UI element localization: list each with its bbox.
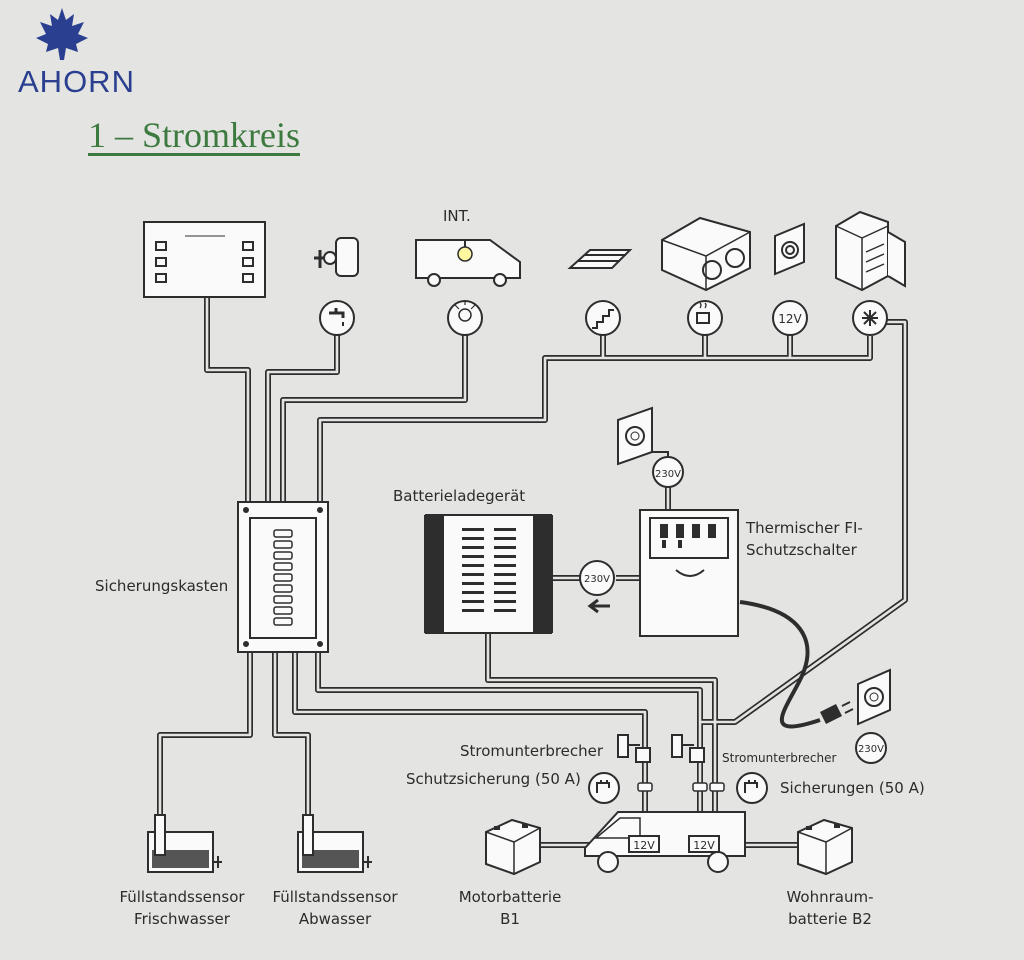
control-panel-icon (143, 221, 266, 298)
label-fs-abwasser-1: Füllstandssensor (272, 888, 398, 906)
battery-charger (424, 514, 615, 634)
breaker-left (617, 734, 651, 763)
label-fi-line2: Schutzschalter (746, 541, 857, 559)
plug-icon (820, 701, 854, 724)
label-fi-line1: Thermischer FI- (746, 519, 863, 537)
badge-12v-van-right: 12V (693, 839, 715, 852)
label-motorbatterie-1: Motorbatterie (458, 888, 562, 906)
cable-network (157, 297, 908, 848)
label-int: INT. (443, 207, 471, 225)
badge-230v-charger: 230V (584, 574, 610, 585)
snowflake-icon (852, 300, 888, 336)
faucet-icon (319, 300, 355, 336)
fuse-icon (736, 772, 768, 804)
socket-12v-icon (772, 222, 808, 336)
fuse-icon (588, 772, 620, 804)
label-schutzsicherung: Schutzsicherung (50 A) (406, 770, 581, 788)
fridge-icon (835, 210, 906, 292)
label-fs-frischwasser-1: Füllstandssensor (119, 888, 245, 906)
heater-symbol-icon (687, 300, 723, 336)
battery-icon (797, 818, 853, 876)
fuse-box (237, 501, 329, 653)
label-batterieladegeraet: Batterieladegerät (393, 487, 526, 505)
label-motorbatterie-2: B1 (500, 910, 520, 928)
bulb-icon (447, 300, 483, 336)
badge-230v-top: 230V (655, 469, 681, 480)
label-stromunterbrecher-left: Stromunterbrecher (460, 742, 604, 760)
wall-socket-icon (855, 668, 891, 764)
van-interior-light-icon (415, 239, 521, 287)
step-icon (567, 249, 633, 269)
battery-icon (485, 818, 541, 876)
label-stromunterbrecher-right: Stromunterbrecher (722, 751, 837, 765)
breaker-right (671, 734, 705, 763)
badge-12v: 12V (778, 312, 802, 326)
wall-socket-icon (617, 406, 684, 488)
fi-switch (639, 509, 739, 637)
brand-logo: AHORN (8, 6, 138, 99)
badge-230v-socket: 230V (858, 744, 884, 755)
brand-name: AHORN (18, 64, 135, 99)
label-wohnraum-1: Wohnraum- (786, 888, 874, 906)
stairs-icon (585, 300, 621, 336)
label-sicherungskasten: Sicherungskasten (95, 577, 229, 595)
label-fs-frischwasser-2: Frischwasser (134, 910, 230, 928)
tank-sensor-icon (297, 814, 372, 873)
label-wohnraum-2: batterie B2 (788, 910, 872, 928)
van-icon (584, 811, 746, 873)
label-sicherungen: Sicherungen (50 A) (780, 779, 925, 797)
page-title: 1 – Stromkreis (88, 115, 300, 155)
tank-sensor-icon (147, 814, 222, 873)
maple-leaf-icon (36, 8, 88, 60)
water-pump-icon (314, 237, 359, 277)
label-fs-abwasser-2: Abwasser (298, 910, 372, 928)
badge-12v-van-left: 12V (633, 839, 655, 852)
heater-icon (661, 216, 751, 292)
